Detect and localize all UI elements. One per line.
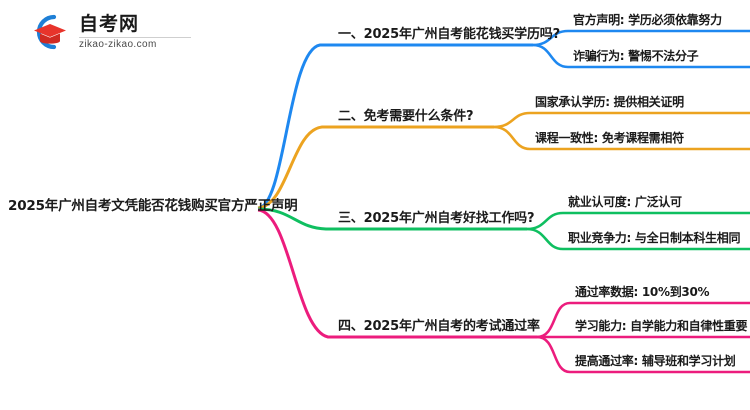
graduation-cap-icon	[28, 12, 72, 52]
branch-node-1[interactable]: 一、2025年广州自考能花钱买学历吗?	[338, 27, 560, 42]
connector-root-branch-3	[257, 207, 527, 231]
connector-branch-2-leaf-2	[493, 125, 750, 151]
branch-node-3[interactable]: 三、2025年广州自考好找工作吗?	[338, 211, 535, 226]
logo-divider	[79, 36, 191, 38]
connector-branch-2-leaf-1	[493, 111, 750, 129]
leaf-node-2-1[interactable]: 国家承认学历: 提供相关证明	[535, 95, 684, 109]
logo-name: 自考网	[79, 12, 140, 35]
leaf-node-1-1[interactable]: 官方声明: 学历必须依靠努力	[573, 13, 722, 27]
connector-branch-4-leaf-3	[536, 335, 750, 374]
connector-branch-3-leaf-1	[526, 211, 750, 231]
connector-root-branch-2	[257, 125, 494, 210]
logo-domain: zikao-zikao.com	[79, 38, 157, 50]
connector-root-branch-4	[257, 208, 537, 339]
leaf-node-4-3[interactable]: 提高通过率: 辅导班和学习计划	[575, 354, 736, 368]
connector-branch-3-leaf-2	[526, 227, 750, 251]
leaf-node-4-2[interactable]: 学习能力: 自学能力和自律性重要	[575, 319, 748, 333]
connector-branch-1-leaf-1	[532, 29, 750, 47]
logo-text-block: 自考网 zikao-zikao.com	[79, 12, 191, 50]
connector-branch-1-leaf-2	[532, 43, 750, 69]
leaf-node-3-2[interactable]: 职业竞争力: 与全日制本科生相同	[568, 231, 741, 245]
leaf-node-3-1[interactable]: 就业认可度: 广泛认可	[568, 195, 682, 209]
branch-node-4[interactable]: 四、2025年广州自考的考试通过率	[338, 319, 540, 334]
branch-node-2[interactable]: 二、免考需要什么条件?	[338, 109, 474, 124]
leaf-node-2-2[interactable]: 课程一致性: 免考课程需相符	[535, 131, 684, 145]
leaf-node-1-2[interactable]: 诈骗行为: 警惕不法分子	[573, 49, 699, 63]
connector-root-branch-1	[257, 43, 533, 210]
site-logo: 自考网 zikao-zikao.com	[28, 12, 191, 52]
leaf-node-4-1[interactable]: 通过率数据: 10%到30%	[575, 285, 710, 299]
root-node[interactable]: 2025年广州自考文凭能否花钱购买官方严正声明	[8, 198, 298, 214]
